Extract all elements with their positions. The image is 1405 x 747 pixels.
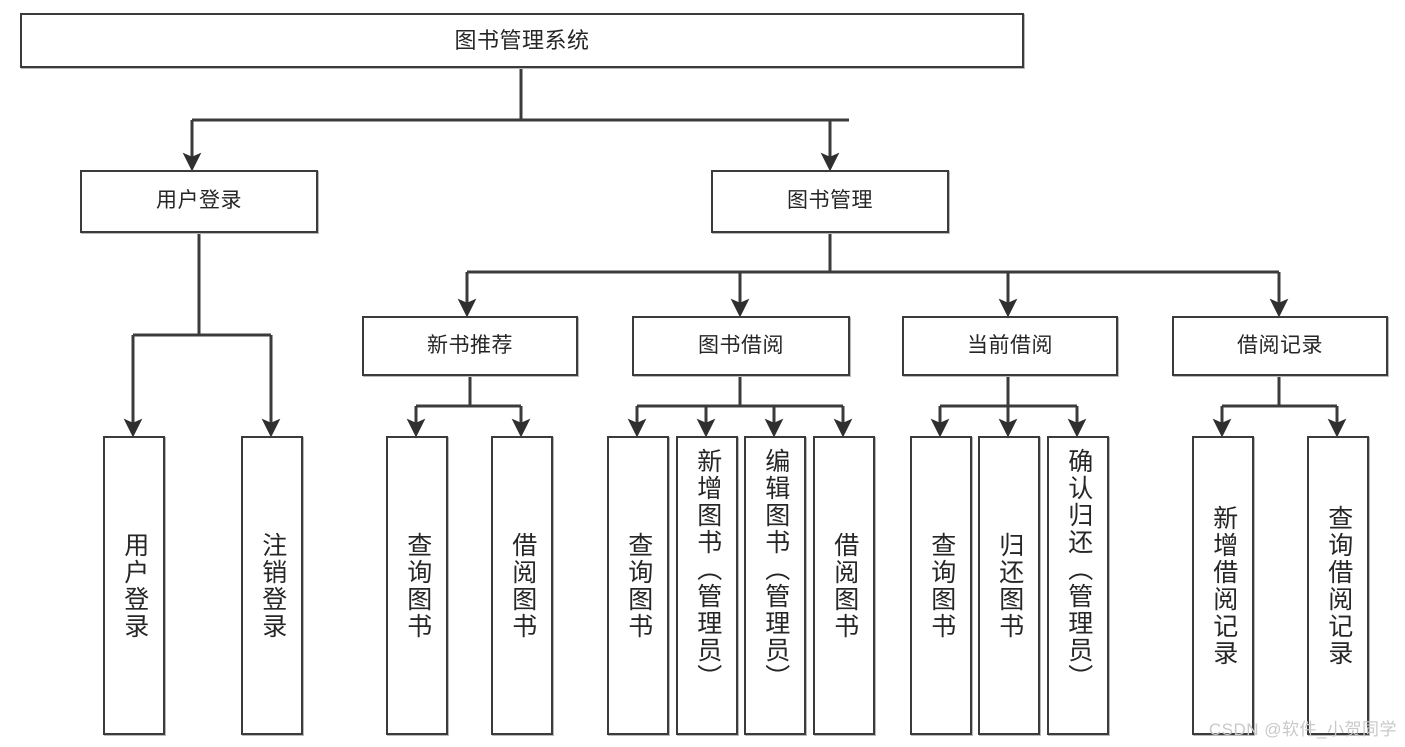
node-book-management[interactable]: 图书管理	[711, 170, 949, 233]
node-label: 借阅图书	[830, 531, 859, 640]
node-label: 编辑图书（管理员）	[761, 448, 790, 691]
leaf-node-borrow-book-2[interactable]: 借阅图书	[813, 436, 875, 735]
node-book-management-system[interactable]: 图书管理系统	[20, 13, 1024, 68]
node-label: 借阅图书	[508, 531, 537, 640]
node-label: 图书借阅	[698, 333, 784, 357]
leaf-node-confirm-return[interactable]: 确认归还（管理员）	[1047, 436, 1109, 735]
watermark: CSDN @软件_小贺同学	[1208, 720, 1397, 739]
leaf-node-query-book-2[interactable]: 查询图书	[607, 436, 669, 735]
node-label: 借阅记录	[1237, 333, 1323, 357]
node-borrowing-record[interactable]: 借阅记录	[1172, 316, 1388, 376]
node-label: 确认归还（管理员）	[1064, 448, 1093, 691]
node-label: 查询图书	[927, 531, 956, 640]
node-label: 用户登录	[120, 531, 149, 640]
node-book-borrowing[interactable]: 图书借阅	[632, 316, 850, 376]
leaf-node-logout[interactable]: 注销登录	[241, 436, 303, 735]
node-label: 查询借阅记录	[1324, 504, 1353, 667]
node-label: 图书管理系统	[454, 27, 590, 53]
node-label: 当前借阅	[967, 333, 1053, 357]
leaf-node-query-record[interactable]: 查询借阅记录	[1307, 436, 1369, 735]
node-label: 新增借阅记录	[1209, 504, 1238, 667]
leaf-node-query-book-1[interactable]: 查询图书	[386, 436, 448, 735]
node-label: 新书推荐	[427, 333, 513, 357]
node-label: 用户登录	[156, 189, 242, 213]
leaf-node-return-book[interactable]: 归还图书	[978, 436, 1040, 735]
leaf-node-edit-book[interactable]: 编辑图书（管理员）	[744, 436, 806, 735]
node-label: 查询图书	[624, 531, 653, 640]
leaf-node-user-login[interactable]: 用户登录	[103, 436, 165, 735]
node-label: 注销登录	[258, 531, 287, 640]
node-label: 归还图书	[995, 531, 1024, 640]
leaf-node-borrow-book-1[interactable]: 借阅图书	[491, 436, 553, 735]
node-new-book-recommendation[interactable]: 新书推荐	[362, 316, 578, 376]
node-label: 查询图书	[403, 531, 432, 640]
leaf-node-add-book[interactable]: 新增图书（管理员）	[676, 436, 738, 735]
node-label: 新增图书（管理员）	[693, 448, 722, 691]
node-current-borrowing[interactable]: 当前借阅	[902, 316, 1118, 376]
leaf-node-query-book-3[interactable]: 查询图书	[910, 436, 972, 735]
node-label: 图书管理	[787, 189, 873, 213]
leaf-node-add-record[interactable]: 新增借阅记录	[1192, 436, 1254, 735]
node-user-login[interactable]: 用户登录	[80, 170, 318, 233]
